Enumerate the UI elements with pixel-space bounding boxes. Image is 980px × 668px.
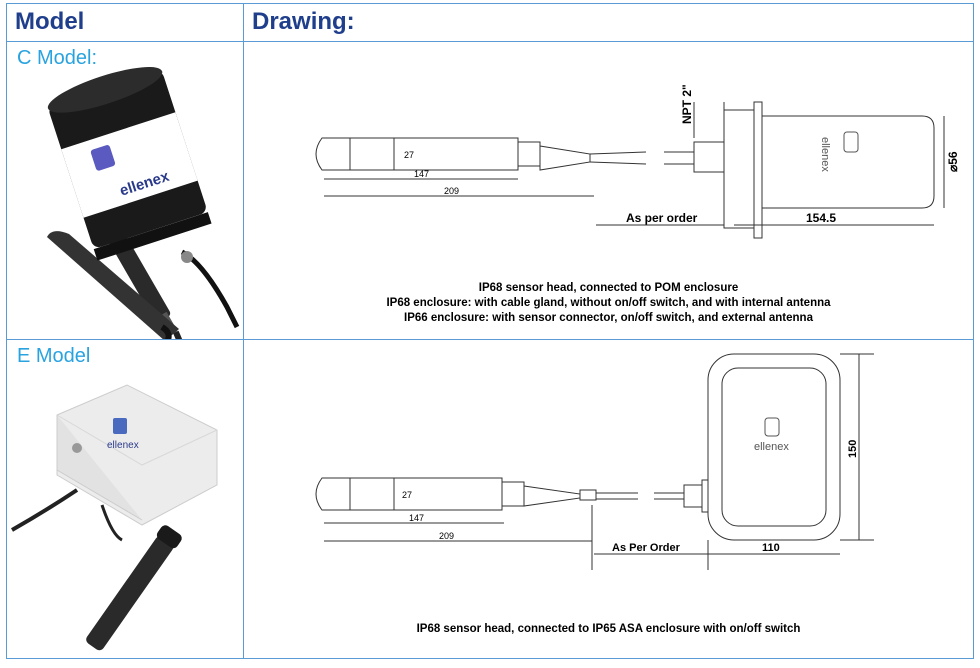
c-dim-head-height: 27	[404, 150, 414, 160]
c-model-photo: ellenex	[47, 67, 240, 339]
c-drawing-logo-icon	[843, 131, 859, 153]
model-header: Model	[15, 8, 85, 35]
spec-table: Model Drawing:	[6, 3, 974, 659]
c-dim-thread: NPT 2"	[680, 84, 694, 124]
c-dim-diameter: ⌀56	[946, 151, 960, 172]
drawing-header-cell: Drawing:	[243, 3, 974, 42]
e-model-title: E Model	[17, 345, 91, 367]
e-dim-enclosure-length: 110	[762, 542, 780, 554]
c-dim-enclosure-length: 154.5	[806, 211, 836, 225]
c-caption-line: IP66 enclosure: with sensor connector, o…	[404, 312, 813, 324]
e-dim-body-length: 147	[409, 513, 424, 523]
e-dim-total-length: 209	[439, 531, 454, 541]
e-dim-cable: As Per Order	[612, 542, 681, 554]
c-dim-total-length: 209	[444, 186, 459, 196]
c-model-drawing: 27 147 209 As per order 154.5 NPT 2" ⌀56…	[315, 84, 960, 239]
e-drawing-cell: 27 147 209 As Per Order 110 150 ellenex …	[243, 339, 974, 659]
e-caption-block: IP68 sensor head, connected to IP65 ASA …	[244, 622, 973, 637]
c-dim-body-length: 147	[414, 169, 429, 179]
drawing-header: Drawing:	[252, 8, 355, 35]
c-model-cell: ellenex C Model:	[6, 41, 244, 340]
e-dim-enclosure-height: 150	[847, 440, 859, 458]
c-model-title: C Model:	[17, 47, 98, 69]
c-dim-cable: As per order	[626, 211, 698, 225]
e-model-photo: ellenex	[11, 384, 218, 651]
ellenex-logo-icon	[90, 145, 116, 171]
e-drawing-logo-text: ellenex	[754, 441, 789, 453]
e-model-drawing: 27 147 209 As Per Order 110 150 ellenex	[315, 353, 874, 570]
e-drawing-logo-icon	[764, 417, 780, 437]
c-drawing-logo-text: ellenex	[819, 137, 831, 172]
e-dim-head-height: 27	[402, 490, 412, 500]
e-photo-logo-text: ellenex	[107, 440, 139, 451]
c-caption-block: IP68 sensor head, connected to POM enclo…	[244, 281, 973, 326]
c-drawing-cell: 27 147 209 As per order 154.5 NPT 2" ⌀56…	[243, 41, 974, 340]
e-caption-line: IP68 sensor head, connected to IP65 ASA …	[416, 623, 801, 635]
ellenex-logo-icon	[113, 418, 127, 434]
e-model-cell: ellenex E Model	[6, 339, 244, 659]
model-header-cell: Model	[6, 3, 244, 42]
c-caption-line: IP68 sensor head, connected to POM enclo…	[478, 282, 739, 294]
c-caption-line: IP68 enclosure: with cable gland, withou…	[386, 297, 831, 309]
